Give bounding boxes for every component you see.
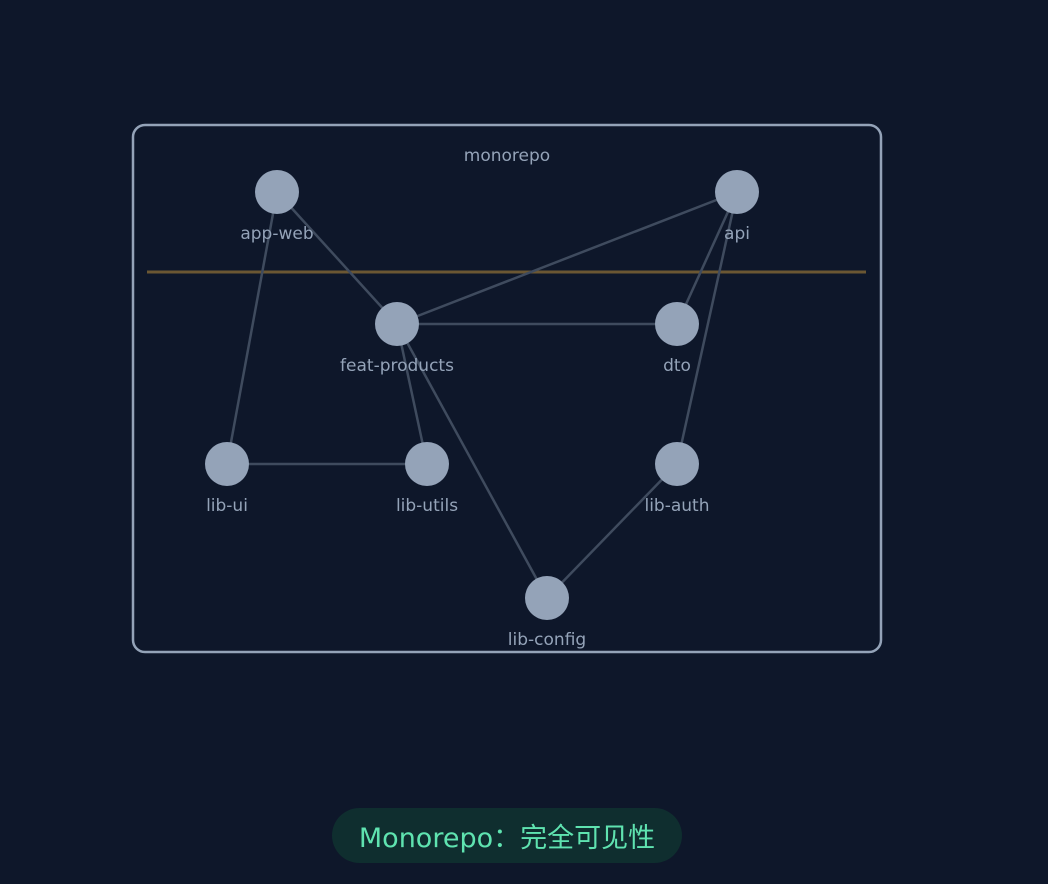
- node-label-api: api: [724, 224, 750, 244]
- node-label-lib-utils: lib-utils: [396, 496, 458, 516]
- edge-api-lib-auth: [675, 191, 739, 465]
- node-lib-auth[interactable]: [655, 442, 699, 486]
- monorepo-group-box: [131, 123, 883, 654]
- node-label-feat-products: feat-products: [340, 356, 454, 376]
- group-label: monorepo: [464, 146, 550, 166]
- node-label-dto: dto: [663, 356, 691, 376]
- node-lib-config[interactable]: [525, 576, 569, 620]
- node-label-lib-auth: lib-auth: [644, 496, 709, 516]
- node-app-web[interactable]: [255, 170, 299, 214]
- node-label-lib-ui: lib-ui: [206, 496, 248, 516]
- edge-api-feat-products: [396, 190, 738, 326]
- edge-app-web-feat-products: [276, 191, 398, 325]
- node-lib-ui[interactable]: [205, 442, 249, 486]
- edge-feat-products-lib-utils: [395, 323, 429, 465]
- edge-lib-auth-lib-config: [546, 463, 678, 599]
- node-dto[interactable]: [655, 302, 699, 346]
- node-lib-utils[interactable]: [405, 442, 449, 486]
- node-api[interactable]: [715, 170, 759, 214]
- edge-api-dto: [675, 191, 739, 325]
- node-label-app-web: app-web: [240, 224, 313, 244]
- edge-feat-products-lib-config: [395, 323, 549, 599]
- node-feat-products[interactable]: [375, 302, 419, 346]
- edge-app-web-lib-ui: [225, 191, 279, 465]
- status-badge: Monorepo：完全可见性: [332, 808, 682, 863]
- node-label-lib-config: lib-config: [508, 630, 586, 650]
